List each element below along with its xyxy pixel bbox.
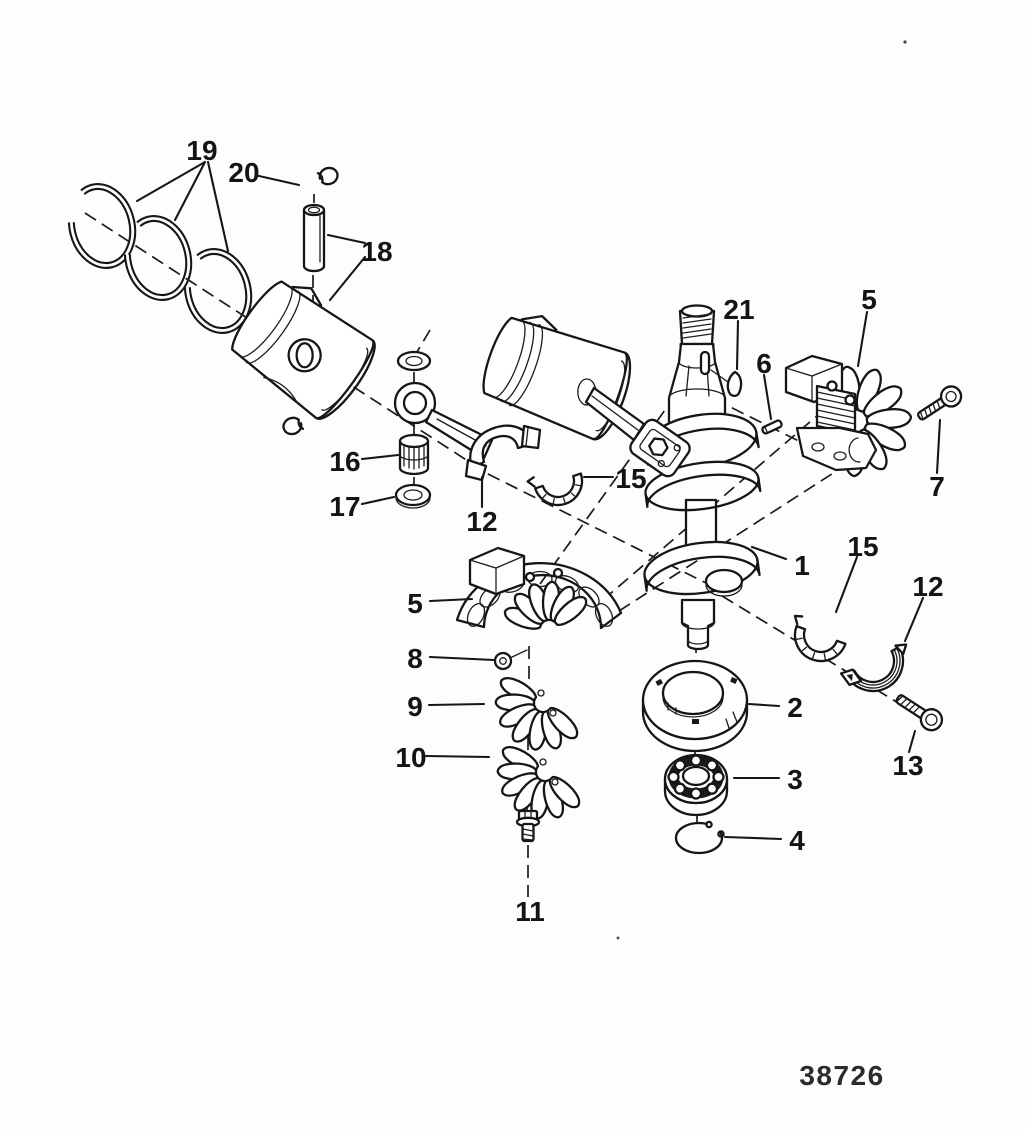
needle-bearing-cage [398,433,430,476]
key-slot-line [710,369,729,383]
piston-ring [183,248,253,334]
crankshaft [643,304,762,651]
callout-2: 2 [787,692,803,723]
callout-3: 3 [787,764,803,795]
thrust-washer-upper [396,350,432,372]
counterweight-right [784,354,913,478]
callout-13: 13 [892,750,923,781]
callout-9: 9 [407,691,423,722]
thrust-washer [394,483,432,509]
leaf-plate-upper [494,672,583,753]
callout-1: 1 [794,550,810,581]
wrist-pin-clip-lower [282,416,305,436]
callout-8: 8 [407,643,423,674]
right-piston [482,314,632,441]
callout-11: 11 [515,896,545,927]
woodruff-key [726,370,743,398]
callout-16: 16 [329,446,360,477]
callout-12-left: 12 [466,506,497,537]
retaining-ring [674,820,725,855]
callout-15-right: 15 [847,531,878,562]
rod-bearing-half-left [526,472,584,507]
connecting-rod-right [584,386,691,478]
wrist-pin-clip [316,166,339,186]
callout-17: 17 [329,491,360,522]
callout-12-right: 12 [912,571,943,602]
piston-ring-set [67,183,253,334]
rod-cap [839,643,908,693]
spacer-collar [641,659,749,753]
callout-5-right: 5 [861,284,877,315]
counterweight-bolt [917,385,963,421]
ball-bearing [663,753,729,817]
scan-speck [903,40,907,44]
connecting-rod-left [393,381,542,482]
leaf-plate-lower [496,741,585,822]
lock-nut [493,649,528,671]
callout-19: 19 [186,135,217,166]
scan-speck [616,936,620,940]
wrist-pin [302,203,326,273]
callout-4: 4 [789,825,805,856]
callout-20: 20 [228,157,259,188]
callout-18: 18 [361,236,392,267]
callout-15-left: 15 [615,463,646,494]
leader-lines [135,160,942,841]
callout-7: 7 [929,471,945,502]
counterweight-left [455,546,623,635]
piston-ring [123,215,193,301]
callout-5-left: 5 [407,588,423,619]
cap-screw [895,694,944,732]
callout-21: 21 [723,294,754,325]
dowel-pin [761,419,783,435]
callout-10: 10 [395,742,426,773]
leaf-bolt [515,809,541,843]
left-piston [231,280,376,420]
drawing-number: 38726 [799,1060,884,1091]
piston-ring [67,183,137,269]
callout-6: 6 [756,348,772,379]
rod-bearing-half-right [793,614,847,663]
